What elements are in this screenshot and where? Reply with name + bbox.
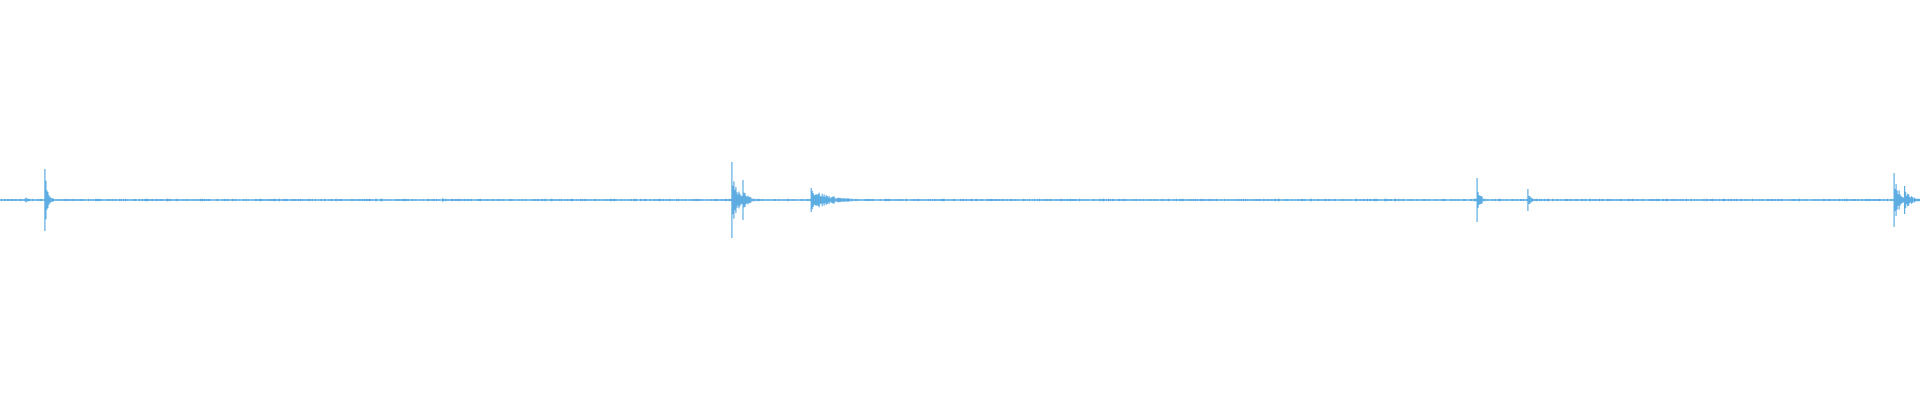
waveform-peak-6 bbox=[810, 188, 858, 212]
waveform-events bbox=[0, 162, 1920, 238]
waveform-noise bbox=[0, 198, 1920, 202]
waveform-peak-3 bbox=[442, 198, 445, 202]
waveform-peak-8 bbox=[1527, 189, 1535, 211]
waveform-peak-10 bbox=[1904, 186, 1919, 214]
waveform-peak-1 bbox=[25, 197, 29, 203]
waveform-peak-2 bbox=[44, 169, 54, 231]
waveform-peak-5 bbox=[742, 180, 754, 220]
waveform-peak-7 bbox=[1476, 178, 1486, 222]
